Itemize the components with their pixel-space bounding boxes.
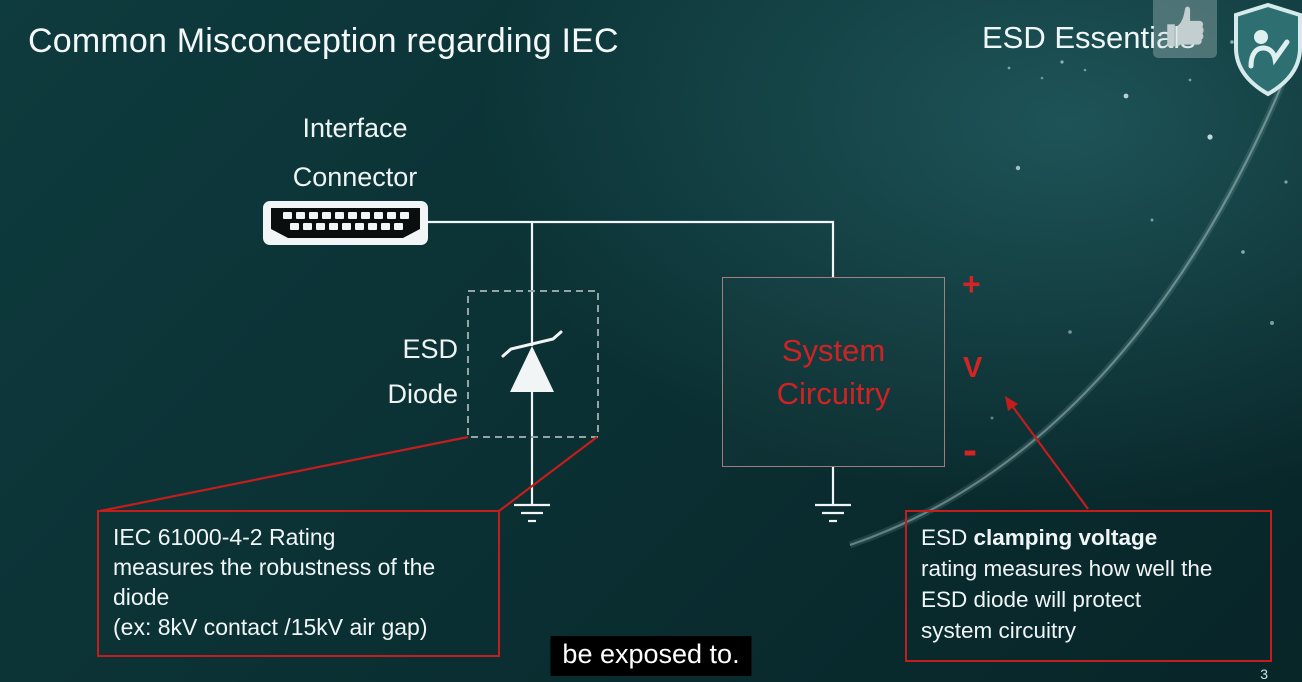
esd-diode-label-line2: Diode — [387, 379, 458, 409]
esd-diode-dashed-box — [467, 290, 599, 438]
subtitle-caption: be exposed to. — [550, 636, 752, 676]
page-number: 3 — [1260, 666, 1268, 682]
signal-wire — [427, 220, 835, 277]
clamping-voltage-callout: ESD clamping voltage rating measures how… — [905, 510, 1272, 662]
esd-shield-icon — [1230, 2, 1302, 98]
voltage-arrow — [1005, 396, 1089, 510]
clamping-line4: system circuitry — [921, 618, 1077, 643]
clamping-line3: ESD diode will protect — [921, 587, 1142, 612]
thumbs-up-icon[interactable] — [1153, 0, 1217, 58]
slide-title: Common Misconception regarding IEC — [28, 22, 619, 60]
iec-rating-callout: IEC 61000-4-2 Rating measures the robust… — [97, 510, 500, 657]
voltage-plus-label: + — [962, 266, 981, 302]
ground-symbol-system — [815, 503, 851, 523]
clamping-line1-prefix: ESD — [921, 525, 974, 550]
iec-rating-line3: diode — [113, 584, 170, 610]
esd-diode-label: ESD Diode — [360, 327, 458, 417]
callout-line-left — [99, 435, 469, 513]
voltage-minus-label: - — [963, 426, 977, 473]
clamping-line1-bold: clamping voltage — [973, 525, 1158, 550]
connector-label-line1: Interface — [302, 113, 408, 143]
clamping-line1: ESD clamping voltage — [921, 522, 1256, 553]
system-circuitry-line2: Circuitry — [776, 375, 891, 411]
iec-rating-line2: measures the robustness of the — [113, 554, 436, 580]
iec-rating-line4: (ex: 8kV contact /15kV air gap) — [113, 614, 428, 640]
esd-diode-label-line1: ESD — [402, 334, 458, 364]
voltage-v-label: V — [963, 352, 983, 384]
system-circuitry-line1: System — [781, 332, 886, 368]
hdmi-connector-icon — [263, 201, 428, 245]
ground-symbol-diode — [514, 503, 550, 523]
iec-rating-line1: IEC 61000-4-2 Rating — [113, 524, 336, 550]
system-circuitry-box: System Circuitry — [722, 277, 945, 467]
brand-text: ESD Essentials — [982, 20, 1196, 55]
callout-line-right — [498, 436, 598, 512]
connector-label: Interface Connector — [250, 104, 460, 202]
esd-diode-symbol — [501, 330, 563, 392]
clamping-line2: rating measures how well the — [921, 556, 1213, 581]
connector-label-line2: Connector — [292, 162, 418, 192]
